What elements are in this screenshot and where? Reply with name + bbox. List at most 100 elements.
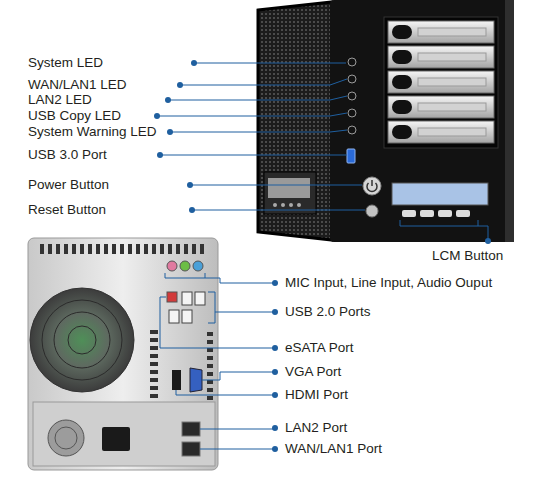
leader-dot	[272, 280, 278, 286]
rear-fan	[30, 288, 134, 392]
vent-slot	[150, 354, 158, 358]
vga-socket	[190, 368, 202, 392]
drive-bay	[388, 71, 494, 93]
callout-label: VGA Port	[285, 364, 341, 380]
callout-label: USB 2.0 Ports	[285, 304, 371, 320]
door-dot	[289, 203, 293, 207]
vent-slot	[88, 244, 92, 254]
leader-dot	[189, 207, 195, 213]
vent-slot	[207, 356, 213, 360]
drive-bay	[388, 46, 494, 68]
vent-slot	[207, 396, 213, 400]
led-icon	[348, 92, 356, 100]
led-icons	[348, 58, 356, 134]
front-chassis	[330, 0, 514, 242]
usb2-socket	[182, 292, 192, 305]
audio-jack	[167, 261, 177, 271]
bay-tray	[388, 21, 494, 43]
vent-slot	[112, 244, 116, 254]
callout-label: Power Button	[28, 177, 109, 193]
door-panel	[264, 172, 316, 214]
leader-dot	[157, 152, 163, 158]
vent-slot	[150, 394, 158, 398]
vent-slot	[150, 370, 158, 374]
psu-plate	[33, 402, 215, 466]
callout-label: MIC Input, Line Input, Audio Ouput	[285, 275, 492, 291]
vent-slot	[207, 364, 213, 368]
bay-handle	[392, 50, 412, 64]
usb2-socket	[182, 310, 192, 323]
leader-line	[208, 292, 275, 323]
leader-line	[160, 297, 275, 348]
vent-slot	[128, 244, 132, 254]
bay-handle	[392, 100, 412, 114]
leader-dot	[165, 97, 171, 103]
vent-slot	[40, 244, 44, 254]
psu-fan	[48, 420, 84, 456]
callout-label: HDMI Port	[285, 387, 348, 403]
leader-dot	[167, 129, 173, 135]
power-socket	[102, 427, 130, 451]
leader-dot	[272, 309, 278, 315]
chassis-edge	[505, 0, 514, 242]
rear-chassis	[28, 238, 218, 470]
vent-slot	[152, 244, 156, 254]
lcm-key	[402, 210, 416, 217]
lcm-key	[438, 210, 452, 217]
vent-slot	[150, 330, 158, 334]
bay-tray	[388, 96, 494, 118]
led-icon	[348, 126, 356, 134]
vent-slot	[56, 244, 60, 254]
bay-face	[418, 128, 486, 136]
bay-face	[418, 53, 486, 61]
vent-slot	[207, 348, 213, 352]
leader-dot	[154, 113, 160, 119]
audio-jack	[180, 261, 190, 271]
callout-label: System LED	[28, 55, 103, 71]
door-dot	[273, 203, 277, 207]
leader-line	[194, 63, 346, 64]
vent-slot	[136, 244, 140, 254]
leader-line	[165, 273, 275, 283]
usb2-socket	[195, 292, 205, 305]
usb2-socket	[169, 310, 179, 323]
callout-label: WAN/LAN1 LED	[28, 77, 127, 93]
leader-dot	[187, 182, 193, 188]
leader-dot	[272, 446, 278, 452]
vent-slot	[150, 386, 158, 390]
lcm-key	[420, 210, 434, 217]
led-icon	[348, 109, 356, 117]
vent-slot	[184, 244, 188, 254]
bay-face	[418, 78, 486, 86]
door-dot	[281, 203, 285, 207]
power-symbol	[367, 180, 377, 192]
leader-dot	[177, 82, 183, 88]
bay-handle	[392, 125, 412, 139]
drive-bay	[388, 96, 494, 118]
leader-line	[157, 113, 347, 116]
usb3-port	[347, 149, 355, 163]
vent-slot	[104, 244, 108, 254]
drive-bays	[388, 21, 494, 143]
vent-slot	[176, 244, 180, 254]
fan-guard	[68, 326, 96, 354]
leader-line	[200, 429, 275, 430]
vent-slot	[150, 378, 158, 382]
leader-line	[168, 96, 347, 100]
bay-tray	[388, 121, 494, 143]
lan-socket	[182, 422, 200, 436]
lcm-key	[456, 210, 470, 217]
hdmi-socket	[172, 370, 181, 390]
callout-label: eSATA Port	[285, 340, 354, 356]
vent-slot	[207, 388, 213, 392]
reset-button	[366, 205, 378, 217]
vent-slot	[150, 362, 158, 366]
callout-label: System Warning LED	[28, 124, 157, 140]
power-button	[363, 177, 381, 195]
leader-line	[400, 220, 488, 241]
bay-face	[418, 28, 486, 36]
leader-line	[190, 185, 362, 186]
led-icon	[348, 75, 356, 83]
esata-socket	[167, 292, 177, 302]
